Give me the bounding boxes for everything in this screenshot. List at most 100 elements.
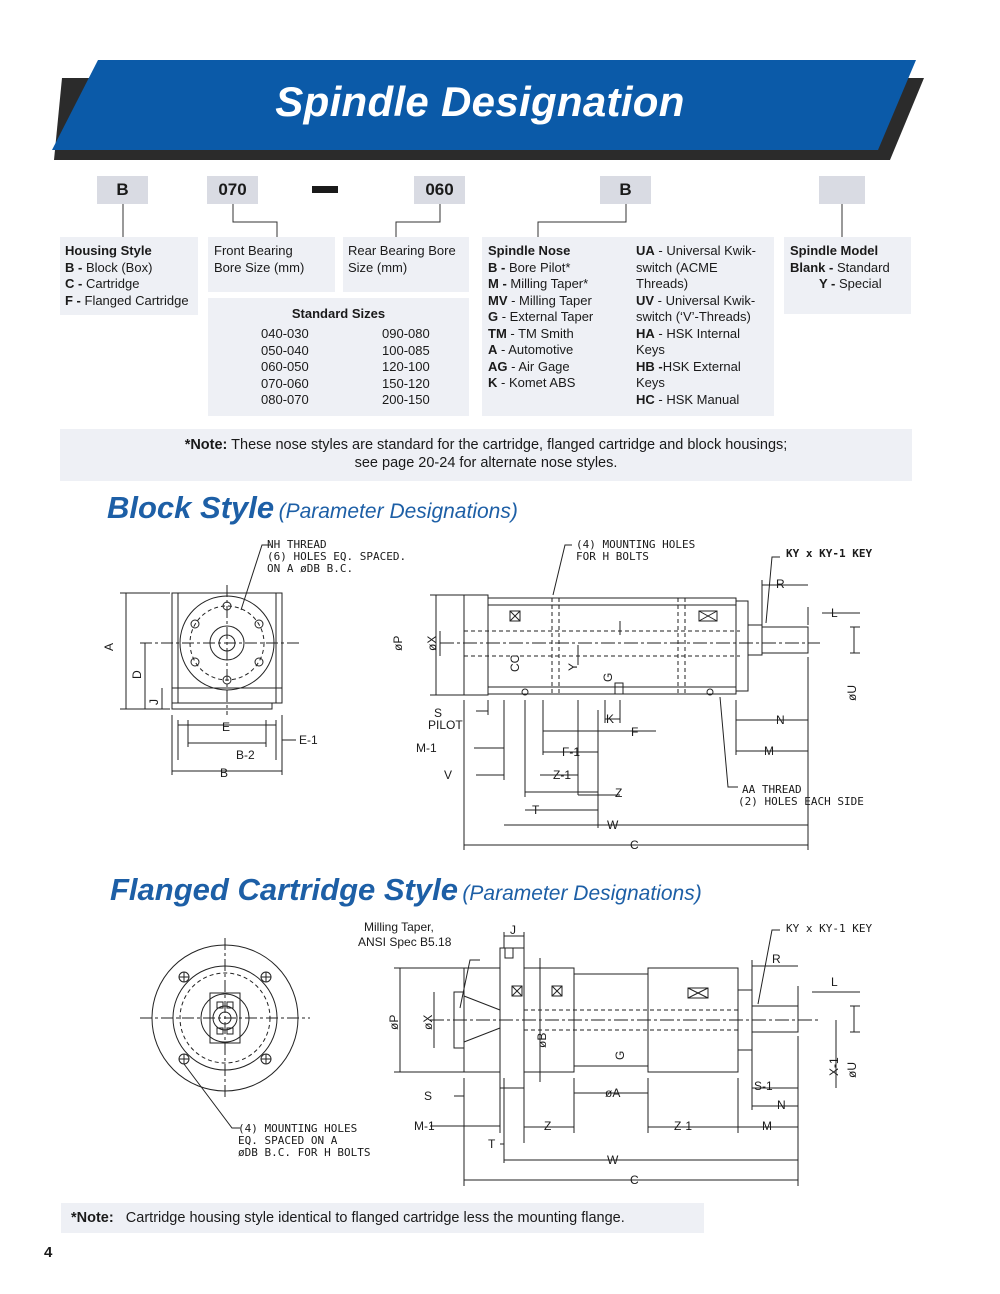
- dim-G: G: [601, 673, 615, 682]
- fdim-S: S: [424, 1089, 432, 1103]
- fdim-X: øX: [421, 1015, 435, 1030]
- fdim-S1: S-1: [754, 1079, 773, 1093]
- nose-item: HC - HSK Manual: [636, 391, 740, 407]
- nose-item: Threads): [636, 276, 689, 291]
- nose-item: G - External Taper: [488, 309, 594, 324]
- spindle-nose-right: UA - Universal Kwik- switch (ACME Thread…: [636, 243, 756, 408]
- dim-A: A: [102, 643, 116, 651]
- banner-band: [52, 60, 916, 150]
- flanged-style-subtitle: (Parameter Designations): [462, 882, 702, 905]
- note-text: These nose styles are standard for the c…: [227, 437, 788, 453]
- front-bearing-line: Bore Size (mm): [214, 259, 305, 275]
- cartridge-note: *Note: Cartridge housing style identical…: [61, 1203, 704, 1233]
- fdim-J: J: [510, 923, 516, 937]
- mount-label-2: FOR H BOLTS: [576, 550, 649, 563]
- nose-item: HB -HSK External: [636, 358, 741, 374]
- dim-T: T: [532, 803, 540, 817]
- spindle-model-box: Spindle Model Blank - Standard Y - Speci…: [784, 237, 911, 314]
- banner: [52, 60, 924, 160]
- rear-bearing-box: Rear Bearing Bore Size (mm): [343, 237, 469, 292]
- note2-text: Cartridge housing style identical to fla…: [125, 1210, 625, 1226]
- code-connectors: [122, 204, 843, 237]
- dim-E1: E-1: [299, 733, 318, 747]
- nose-item: UA - Universal Kwik-: [636, 243, 756, 258]
- dim-Y: Y: [566, 663, 580, 671]
- block-style-drawing: A D J E E-1 B-2 B NH THREAD (6) HOLES EQ…: [102, 538, 872, 852]
- housing-item: C - Cartridge: [65, 276, 140, 291]
- note-text: see page 20-24 for alternate nose styles…: [354, 455, 618, 471]
- fdim-N: N: [777, 1098, 786, 1112]
- block-style-title: Block Style: [107, 490, 275, 525]
- dim-D: D: [130, 670, 144, 679]
- spindle-nose-title: Spindle Nose: [488, 243, 571, 258]
- note-label: *Note:: [184, 437, 228, 453]
- dim-X: øX: [425, 636, 439, 651]
- standard-sizes-col2: 090-080 100-085 120-100 150-120 200-150: [382, 326, 430, 407]
- dim-M: M: [764, 744, 774, 758]
- fdim-T: T: [488, 1137, 496, 1151]
- dim-B: B: [220, 766, 228, 780]
- aa-holes-label: (2) HOLES EACH SIDE: [738, 795, 864, 808]
- dim-N: N: [776, 713, 785, 727]
- nose-item: A - Automotive: [488, 342, 574, 357]
- dim-E: E: [222, 720, 230, 734]
- dim-U: øU: [845, 685, 859, 701]
- flanged-mount-1: (4) MOUNTING HOLES: [238, 1122, 357, 1135]
- flanged-mount-3: øDB B.C. FOR H BOLTS: [238, 1146, 370, 1159]
- dim-L: L: [831, 606, 838, 620]
- model-item: Blank - Standard: [790, 259, 890, 275]
- flanged-side-view: [394, 929, 860, 1186]
- fdim-Z: Z: [544, 1119, 551, 1133]
- front-bearing-box: Front Bearing Bore Size (mm): [208, 237, 335, 292]
- note2-label: *Note:: [71, 1210, 114, 1226]
- flanged-end-view: [140, 938, 310, 1129]
- key-label: KY x KY-1 KEY: [786, 547, 872, 560]
- block-style-heading: Block Style (Parameter Designations): [107, 490, 518, 526]
- housing-item: B - Block (Box): [65, 259, 153, 275]
- spindle-model-title: Spindle Model: [790, 243, 879, 258]
- code-front-bore: 070: [207, 176, 258, 204]
- nose-item: Keys: [636, 342, 665, 357]
- flanged-style-heading: Flanged Cartridge Style (Parameter Desig…: [110, 872, 702, 908]
- flanged-style-drawing: (4) MOUNTING HOLES EQ. SPACED ON A øDB B…: [140, 920, 872, 1187]
- fdim-G: G: [613, 1051, 627, 1060]
- nh-holes-label: (6) HOLES EQ. SPACED.: [267, 550, 406, 563]
- nose-item: TM - TM Smith: [488, 325, 574, 341]
- fdim-A: øA: [605, 1086, 620, 1100]
- dim-S: S: [434, 706, 442, 720]
- housing-style-title: Housing Style: [65, 243, 152, 258]
- nose-item: Keys: [636, 375, 665, 390]
- nose-item: AG - Air Gage: [488, 358, 570, 374]
- nh-thread-label: NH THREAD: [267, 538, 327, 551]
- spindle-nose-left: Spindle Nose B - Bore Pilot* M - Milling…: [488, 243, 593, 392]
- standard-sizes-box: Standard Sizes 040-030 050-040 060-050 0…: [208, 298, 469, 416]
- standard-sizes-col1: 040-030 050-040 060-050 070-060 080-070: [261, 326, 309, 407]
- nh-bc-label: ON A øDB B.C.: [267, 562, 353, 575]
- dim-V: V: [444, 768, 452, 782]
- milling-label-1: Milling Taper,: [364, 920, 434, 934]
- dim-P: øP: [391, 636, 405, 651]
- dim-M1: M-1: [416, 741, 437, 755]
- fdim-B: øB: [535, 1033, 549, 1048]
- nose-item: switch (ACME: [636, 259, 718, 275]
- block-end-view: [120, 544, 300, 775]
- model-item: Y - Special: [819, 276, 882, 291]
- dim-B2: B-2: [236, 748, 255, 762]
- standard-sizes-title: Standard Sizes: [291, 306, 386, 321]
- milling-label-2: ANSI Spec B5.18: [358, 935, 452, 949]
- dim-Z1: Z-1: [553, 768, 571, 782]
- block-side-view: [430, 544, 860, 850]
- dim-CC: CC: [508, 654, 522, 672]
- fdim-L: L: [831, 975, 838, 989]
- code-nose: B: [600, 176, 651, 204]
- dim-Z: Z: [615, 786, 622, 800]
- block-style-subtitle: (Parameter Designations): [278, 500, 518, 523]
- fdim-M: M: [762, 1119, 772, 1133]
- nose-item: UV - Universal Kwik-: [636, 292, 756, 308]
- fdim-X1: X-1: [827, 1057, 841, 1076]
- fdim-P: øP: [387, 1015, 401, 1030]
- flanged-style-title: Flanged Cartridge Style: [110, 872, 458, 907]
- code-dash: [312, 186, 338, 193]
- fdim-R: R: [772, 952, 781, 966]
- aa-thread-label: AA THREAD: [742, 783, 802, 796]
